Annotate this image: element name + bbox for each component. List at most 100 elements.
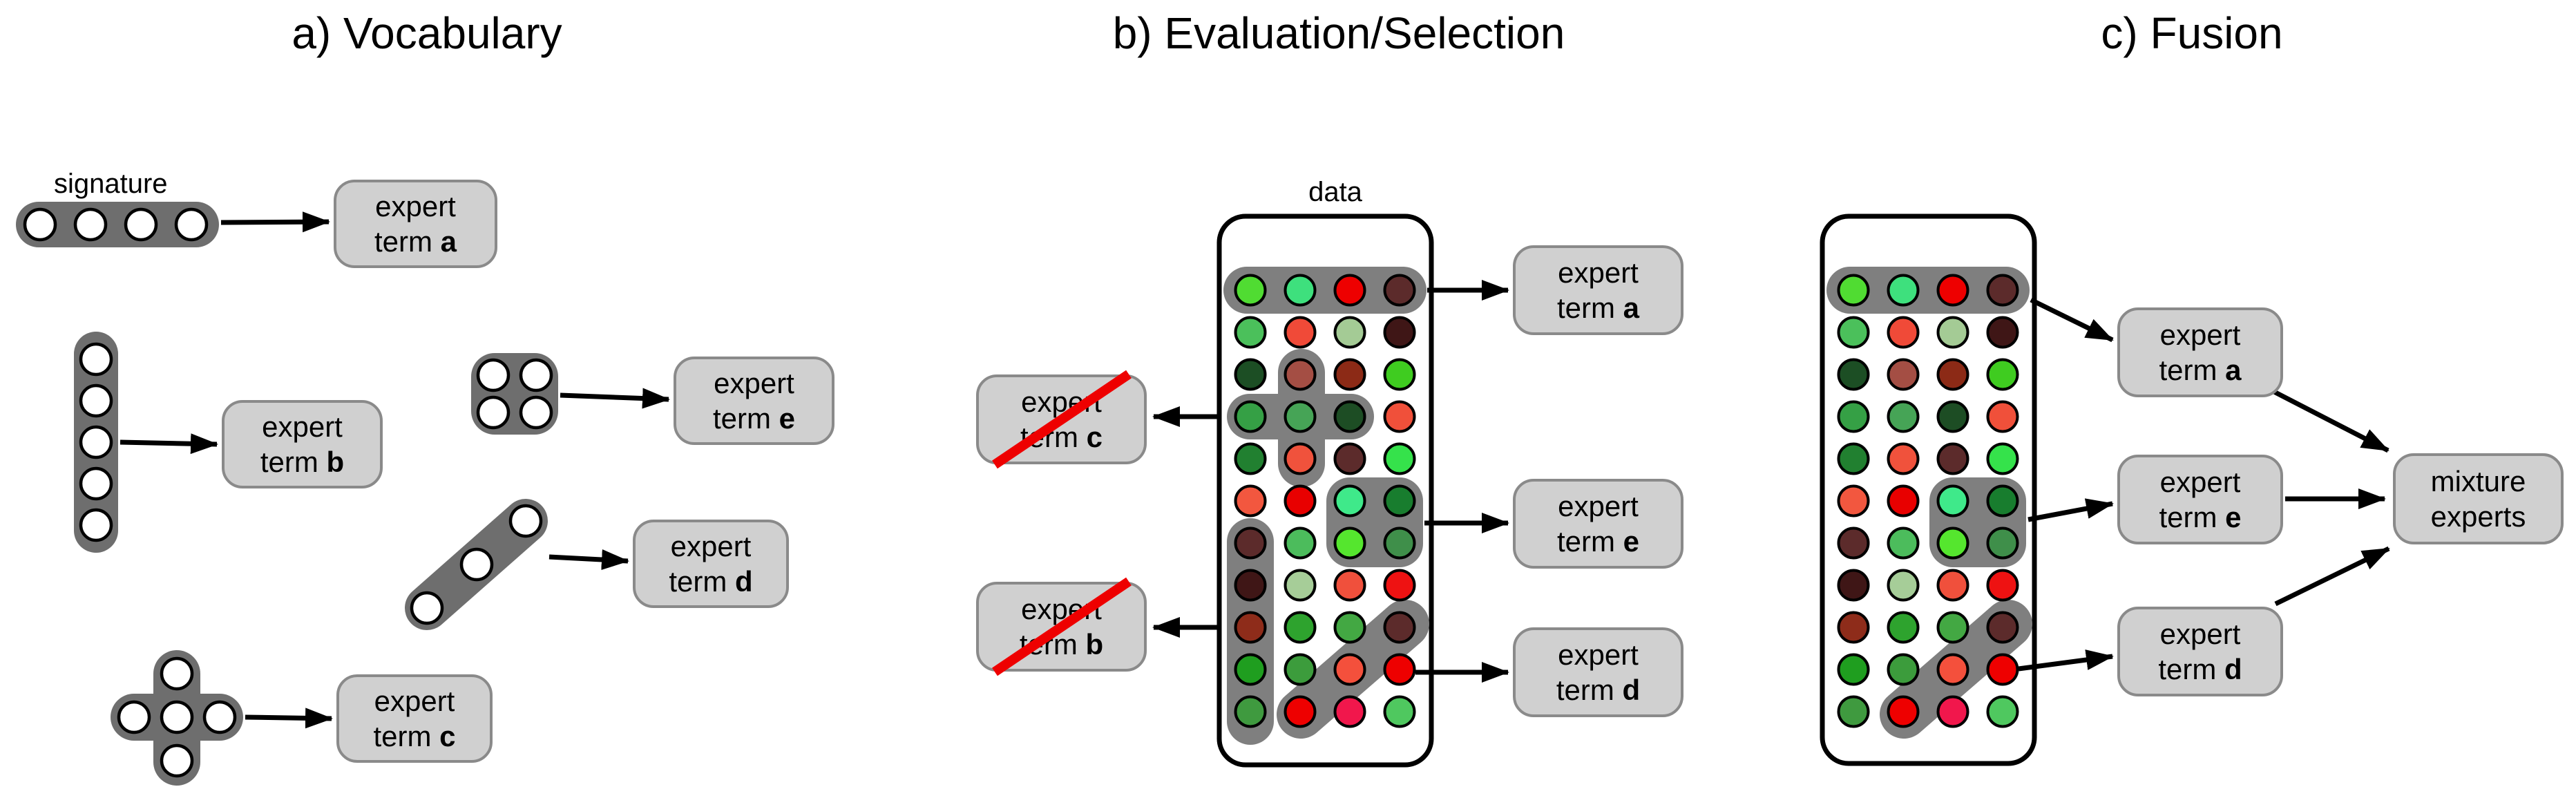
data-dot-b-r5-c1: [1234, 442, 1267, 475]
data-dot-b-r4-c4: [1383, 400, 1416, 433]
data-dot-c-r3-c3: [1936, 358, 1969, 391]
panel-c-title: c) Fusion: [2101, 8, 2283, 58]
signature-row-of-4-circle: [23, 207, 57, 242]
data-dot-b-r8-c2: [1284, 569, 1317, 602]
panel-b-title: b) Evaluation/Selection: [1112, 8, 1565, 58]
data-dot-c-r10-c3: [1936, 653, 1969, 686]
data-dot-b-r4-c1: [1234, 400, 1267, 433]
signature-column-of-5-circle: [79, 425, 113, 459]
fusion-d-to-mixture-arrow: [2274, 546, 2390, 607]
data-dot-c-r5-c3: [1936, 442, 1969, 475]
data-label: data: [1308, 177, 1362, 207]
data-dot-c-r6-c4: [1986, 484, 2019, 518]
data-dot-b-r8-c4: [1383, 569, 1416, 602]
data-dot-b-r5-c3: [1333, 442, 1366, 475]
vocab-term-d-box-line1: expert: [670, 530, 752, 562]
data-dot-b-r11-c4: [1383, 695, 1416, 728]
vocabulary-shapes-layer: [16, 202, 558, 786]
data-dot-b-r1-c3: [1333, 274, 1366, 307]
data-dot-b-r11-c2: [1284, 695, 1317, 728]
data-dot-b-r6-c3: [1333, 484, 1366, 518]
data-dot-b-r2-c2: [1284, 316, 1317, 349]
data-dots-layer: [1234, 274, 2019, 728]
fusion-term-a-box-line2: term a: [2159, 354, 2242, 386]
fusion-term-d-box-line1: expert: [2159, 618, 2241, 650]
data-dot-c-r2-c2: [1887, 316, 1920, 349]
signature-square-2x2-circle: [519, 358, 553, 392]
data-dot-b-r3-c2: [1284, 358, 1317, 391]
data-dot-b-r9-c2: [1284, 611, 1317, 644]
signature-square-2x2-circle: [476, 358, 511, 392]
signature-diagonal-of-3-circle: [459, 547, 494, 582]
data-dot-c-r9-c3: [1936, 611, 1969, 644]
data-dot-c-r7-c3: [1936, 526, 1969, 560]
square-to-fusion-e-arrow: [2028, 498, 2114, 522]
data-dot-c-r4-c2: [1887, 400, 1920, 433]
data-dot-c-r4-c1: [1837, 400, 1870, 433]
row-to-fusion-a-arrow: [2030, 297, 2114, 343]
eval-term-e-box-line1: expert: [1558, 490, 1639, 522]
data-dot-c-r10-c4: [1986, 653, 2019, 686]
signature-row-of-4: [16, 202, 219, 247]
data-dot-c-r11-c1: [1837, 695, 1870, 728]
data-dot-b-r9-c1: [1234, 611, 1267, 644]
signature-plus-of-5-circle: [160, 700, 194, 734]
data-dot-c-r1-c4: [1986, 274, 2019, 307]
data-dot-c-r10-c2: [1887, 653, 1920, 686]
data-dot-b-r3-c4: [1383, 358, 1416, 391]
data-dot-b-r2-c3: [1333, 316, 1366, 349]
data-dot-b-r1-c1: [1234, 274, 1267, 307]
signature-column-of-5-circle: [79, 383, 113, 418]
data-dot-c-r5-c1: [1837, 442, 1870, 475]
signature-square-2x2-circle: [519, 395, 553, 430]
vocab-term-a-box-line1: expert: [375, 190, 456, 222]
data-dot-c-r3-c1: [1837, 358, 1870, 391]
eval-term-e-box-line2: term e: [1556, 525, 1640, 558]
signature-square-2x2-circle: [476, 395, 511, 430]
data-dot-b-r6-c2: [1284, 484, 1317, 518]
fusion-term-d-box-line2: term d: [2158, 653, 2242, 685]
data-dot-b-r3-c1: [1234, 358, 1267, 391]
data-dot-c-r8-c4: [1986, 569, 2019, 602]
data-dot-b-r10-c4: [1383, 653, 1416, 686]
data-dot-b-r1-c4: [1383, 274, 1416, 307]
data-dot-c-r9-c1: [1837, 611, 1870, 644]
selection-row-a: [1223, 267, 1427, 314]
data-dot-b-r8-c1: [1234, 569, 1267, 602]
data-dot-c-r1-c1: [1837, 274, 1870, 307]
signature-row-of-4-circle: [124, 207, 158, 242]
data-dot-b-r4-c3: [1333, 400, 1366, 433]
signature-plus-of-5-circle: [202, 700, 237, 734]
data-dot-b-r7-c4: [1383, 526, 1416, 560]
eval-term-a-box-line1: expert: [1558, 256, 1639, 289]
square-to-term-e-arrow: [560, 388, 670, 409]
vocab-term-a-box-line2: term a: [374, 225, 457, 258]
data-dot-c-r4-c4: [1986, 400, 2019, 433]
fusion-row-a: [1826, 267, 2030, 314]
data-dot-c-r4-c3: [1936, 400, 1969, 433]
data-dot-c-r11-c2: [1887, 695, 1920, 728]
data-dot-c-r11-c4: [1986, 695, 2019, 728]
data-dot-b-r10-c3: [1333, 653, 1366, 686]
vocab-term-b-box-line2: term b: [260, 446, 345, 478]
signature-plus-of-5-circle: [160, 743, 194, 778]
eval-term-d-box-line2: term d: [1556, 674, 1641, 706]
data-dot-b-r5-c4: [1383, 442, 1416, 475]
mixture-experts-box-line2: experts: [2430, 500, 2526, 533]
signature-plus-of-5-circle: [117, 700, 151, 734]
eval-term-a-box-line2: term a: [1556, 292, 1640, 324]
fusion-a-to-mixture-arrow: [2273, 389, 2389, 453]
vocab-term-c-box-line2: term c: [373, 720, 456, 752]
data-dot-b-r2-c1: [1234, 316, 1267, 349]
data-dot-c-r7-c2: [1887, 526, 1920, 560]
